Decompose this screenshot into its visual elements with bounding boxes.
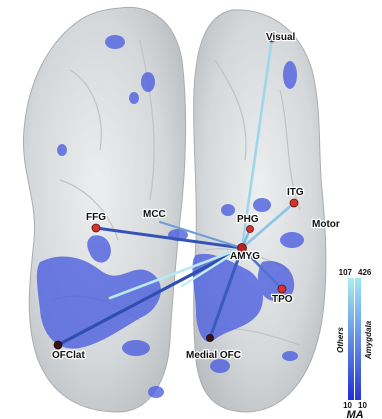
node-ofclat bbox=[54, 341, 62, 349]
amygdala-colorbar-title: Amygdala bbox=[364, 320, 373, 360]
label-amyg: AMYG bbox=[230, 251, 260, 262]
activation-blob bbox=[253, 198, 271, 212]
label-tpo: TPO bbox=[272, 294, 293, 305]
others-colorbar-title: Others bbox=[336, 327, 345, 353]
node-itg bbox=[290, 199, 298, 207]
label-ffg: FFG bbox=[86, 212, 106, 223]
activation-blob bbox=[282, 351, 298, 361]
label-itg: ITG bbox=[287, 187, 304, 198]
label-motor: Motor bbox=[312, 219, 340, 230]
label-visual: Visual bbox=[266, 32, 295, 43]
node-ffg bbox=[92, 224, 100, 232]
activation-blob bbox=[210, 359, 230, 373]
label-phg: PHG bbox=[237, 214, 259, 225]
activation-blob bbox=[280, 232, 304, 248]
activation-blob bbox=[105, 35, 125, 49]
node-medial-ofc bbox=[207, 335, 214, 342]
others-max-tick: 107 bbox=[339, 268, 353, 277]
colorbar: 107 426 10 10 Others Amygdala MA bbox=[336, 268, 373, 419]
activation-blob bbox=[148, 386, 164, 398]
colorbar-quantity-label: MA bbox=[346, 409, 363, 419]
label-mcc: MCC bbox=[143, 209, 166, 220]
node-tpo bbox=[278, 285, 286, 293]
activation-blob bbox=[57, 144, 67, 156]
amygdala-max-tick: 426 bbox=[358, 268, 372, 277]
node-phg bbox=[247, 226, 254, 233]
activation-blob bbox=[141, 72, 155, 92]
label-ofclat: OFClat bbox=[52, 350, 85, 361]
activation-blob bbox=[283, 61, 297, 89]
activation-blob bbox=[221, 204, 235, 216]
label-medial-ofc: Medial OFC bbox=[186, 350, 241, 361]
activation-blob bbox=[122, 340, 150, 356]
activation-blob bbox=[129, 92, 139, 104]
amygdala-colorbar bbox=[355, 278, 361, 400]
others-colorbar bbox=[348, 278, 354, 400]
